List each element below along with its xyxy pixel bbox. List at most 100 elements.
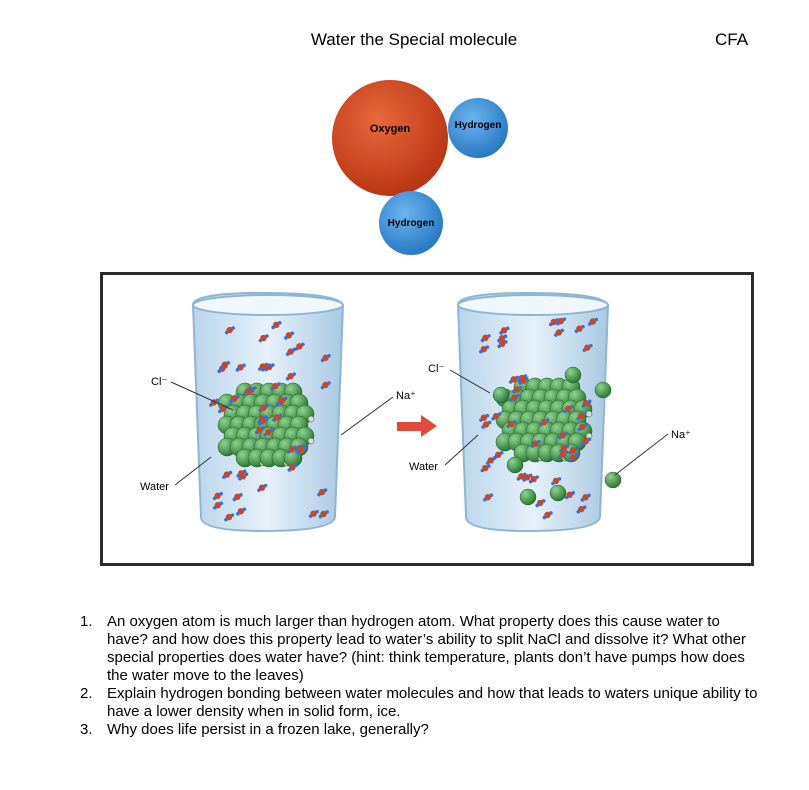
chloride-ion xyxy=(492,386,510,404)
water-molecule xyxy=(587,317,599,326)
water-molecule xyxy=(580,437,592,446)
hydrogen-atom-top xyxy=(448,98,508,158)
water-molecule xyxy=(556,317,567,326)
water-molecule xyxy=(284,331,295,340)
oxygen-label: Oxygen xyxy=(370,123,411,135)
water-molecule xyxy=(232,493,243,502)
water-molecule xyxy=(506,420,517,429)
water-molecule xyxy=(509,393,520,402)
chloride-ion xyxy=(519,488,537,506)
water-molecule xyxy=(563,404,574,413)
beaker-left xyxy=(191,291,345,533)
water-molecule xyxy=(549,318,560,327)
water-label-right: Water xyxy=(409,461,438,473)
page-title: Water the Special molecule xyxy=(310,30,518,49)
water-molecule xyxy=(224,326,235,335)
water-molecule xyxy=(574,324,585,334)
water-molecule xyxy=(577,423,588,432)
water-molecule xyxy=(318,510,329,519)
water-molecule xyxy=(522,473,533,482)
water-molecule xyxy=(481,420,492,429)
water-molecules-right xyxy=(479,317,599,520)
water-molecule xyxy=(271,321,282,330)
water-molecule xyxy=(229,394,240,404)
water-molecule xyxy=(580,493,591,502)
water-molecule xyxy=(582,343,593,352)
water-molecule xyxy=(557,431,569,440)
water-molecule xyxy=(480,464,491,473)
water-molecule xyxy=(530,439,541,448)
water-molecule xyxy=(551,477,562,486)
water-molecule xyxy=(564,490,575,500)
sodium-ion xyxy=(307,437,315,445)
water-molecule-diagram: Oxygen Hydrogen Hydrogen xyxy=(332,80,508,255)
water-molecule xyxy=(270,382,281,391)
water-molecule xyxy=(508,375,520,384)
water-molecule xyxy=(581,399,592,408)
dissolution-figure: Cl⁻ Na⁺ Water Cl⁻ Na⁺ Water xyxy=(100,272,754,566)
water-molecule xyxy=(212,501,224,510)
water-molecule xyxy=(277,396,288,405)
question-item: 2. Explain hydrogen bonding between wate… xyxy=(80,685,760,721)
water-molecule xyxy=(535,499,546,508)
water-molecule xyxy=(576,412,587,421)
hydrogen-atom-bottom xyxy=(379,191,443,255)
question-number: 2. xyxy=(80,685,93,702)
water-molecule xyxy=(320,354,331,363)
document-tag: CFA xyxy=(715,30,749,49)
dissolution-illustration: Cl⁻ Na⁺ Water Cl⁻ Na⁺ Water xyxy=(140,291,691,533)
water-label-left: Water xyxy=(140,481,169,493)
water-molecule xyxy=(568,453,579,462)
water-molecule xyxy=(512,385,523,394)
water-molecule xyxy=(483,493,494,502)
water-molecule xyxy=(235,363,246,372)
water-molecule xyxy=(568,446,579,455)
question-number: 1. xyxy=(80,613,93,630)
water-molecule xyxy=(479,413,490,422)
water-molecule xyxy=(517,374,528,383)
reaction-arrow xyxy=(397,415,437,437)
question-text: Explain hydrogen bonding between water m… xyxy=(107,685,758,720)
water-molecule xyxy=(308,509,319,518)
water-molecule xyxy=(224,513,235,522)
water-molecule xyxy=(499,326,510,335)
chloride-ion xyxy=(594,381,612,399)
water-molecule xyxy=(287,463,298,472)
question-item: 3. Why does life persist in a frozen lak… xyxy=(80,721,760,739)
water-molecule xyxy=(528,475,539,484)
water-molecule xyxy=(285,372,296,381)
oxygen-atom xyxy=(332,80,448,196)
sodium-ion xyxy=(307,415,315,423)
water-molecule xyxy=(491,412,502,421)
water-molecule xyxy=(320,381,331,390)
water-molecule xyxy=(261,363,272,372)
water-molecule xyxy=(294,342,305,351)
sodium-label-left: Na⁺ xyxy=(396,390,416,402)
water-molecule xyxy=(286,445,298,454)
water-molecule xyxy=(272,413,283,422)
water-molecule xyxy=(485,456,497,465)
sodium-ion xyxy=(585,410,593,418)
water-molecule xyxy=(480,334,491,343)
water-molecule xyxy=(219,360,231,370)
chloride-ion xyxy=(604,471,622,489)
water-molecule xyxy=(542,511,553,520)
hydrogen-bottom-label: Hydrogen xyxy=(388,218,435,229)
water-molecule xyxy=(559,444,570,453)
water-molecule xyxy=(212,491,223,501)
water-molecules-left xyxy=(209,321,331,522)
water-molecule xyxy=(257,483,268,492)
chloride-label-right: Cl⁻ xyxy=(428,363,444,375)
water-molecule xyxy=(222,470,233,479)
water-molecule xyxy=(236,469,247,478)
question-text: An oxygen atom is much larger than hydro… xyxy=(107,613,746,684)
water-molecule xyxy=(554,328,565,337)
water-molecule xyxy=(258,334,269,343)
water-molecule xyxy=(479,345,490,354)
water-molecule xyxy=(558,450,569,459)
salt-crystal-left xyxy=(217,382,315,468)
chloride-label-left: Cl⁻ xyxy=(151,376,167,388)
question-item: 1. An oxygen atom is much larger than hy… xyxy=(80,613,760,685)
question-text: Why does life persist in a frozen lake, … xyxy=(107,721,429,738)
water-molecule xyxy=(236,507,247,516)
